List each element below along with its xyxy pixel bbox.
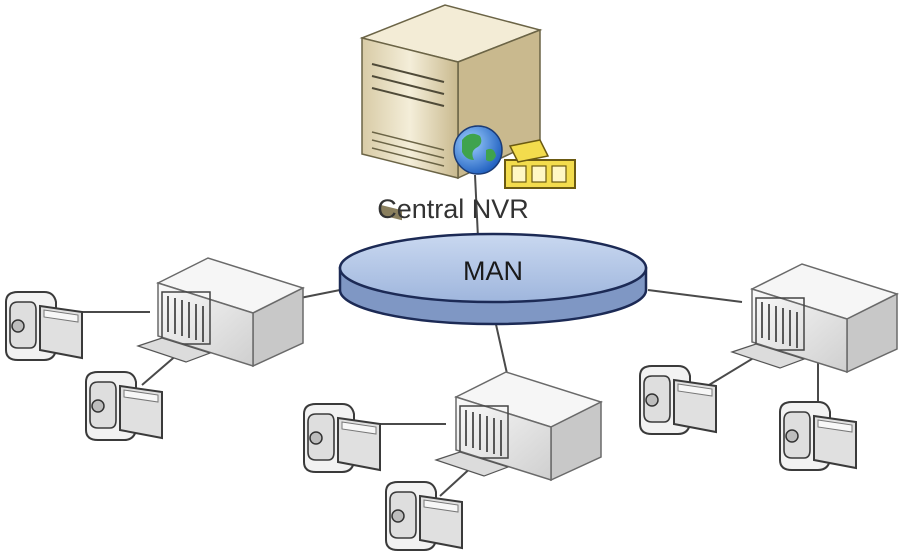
man-network-disk — [338, 232, 648, 326]
nvr-recorder-icon — [137, 257, 304, 367]
link-man-right-recorder — [647, 289, 743, 303]
link-man-middle-recorder — [494, 319, 509, 379]
man-label: MAN — [463, 256, 523, 286]
security-camera-icon — [639, 365, 717, 435]
nvr-recorder-icon — [731, 263, 898, 373]
link-man-left-recorder — [299, 289, 341, 299]
film-strip-icon — [504, 139, 576, 189]
link-central-man — [474, 174, 479, 239]
nvr-recorder-icon — [435, 371, 602, 481]
security-camera-icon — [85, 371, 163, 441]
security-camera-icon — [779, 401, 857, 471]
security-camera-icon — [385, 481, 463, 551]
globe-icon — [453, 125, 503, 175]
security-camera-icon — [303, 403, 381, 473]
security-camera-icon — [5, 291, 83, 361]
central-nvr-label: Central NVR — [377, 194, 529, 224]
